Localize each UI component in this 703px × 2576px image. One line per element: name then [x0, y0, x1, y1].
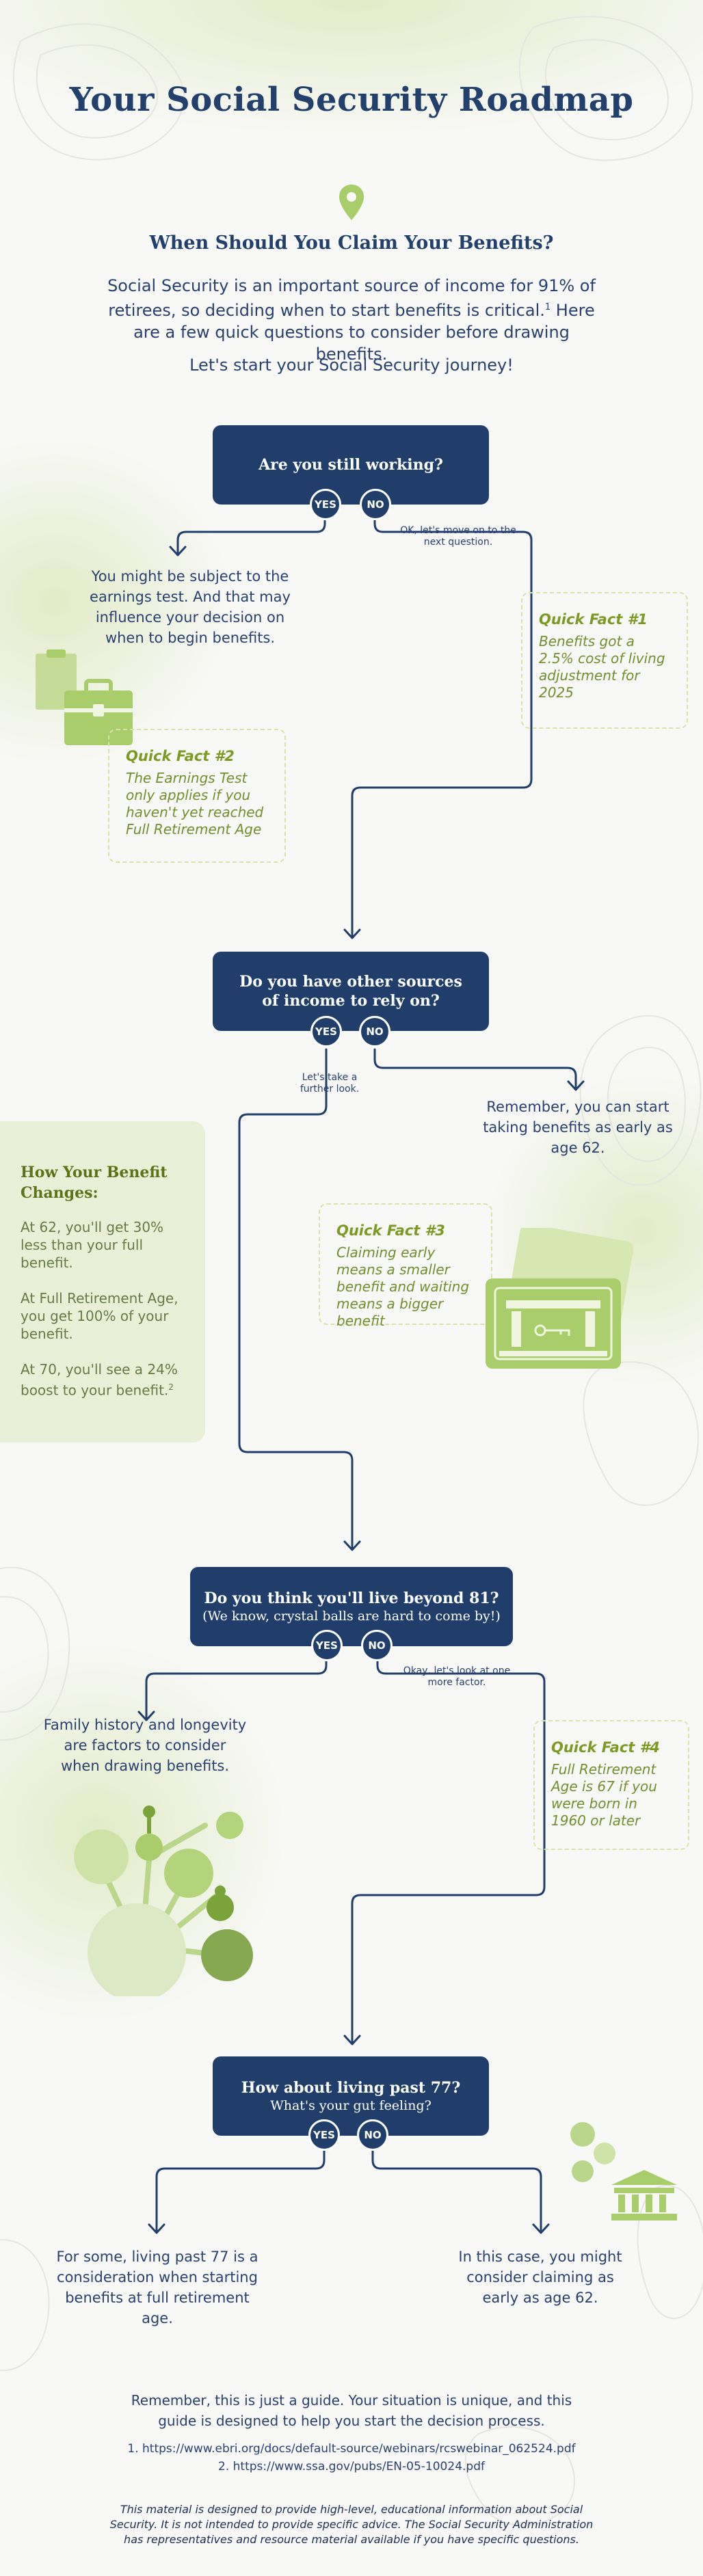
coins-bank-icon	[570, 2122, 677, 2221]
benefit-changes-panel: How Your Benefit Changes: At 62, you'll …	[0, 1121, 205, 1443]
quick-fact-2: Quick Fact #2 The Earnings Test only app…	[108, 729, 286, 863]
quick-fact-4: Quick Fact #4 Full Retirement Age is 67 …	[533, 1720, 689, 1850]
reference-1-link[interactable]: 1. https://www.ebri.org/docs/default-sou…	[127, 2442, 576, 2456]
q3-yes-button[interactable]: YES	[311, 1630, 343, 1661]
q3-no-note: Okay, let's look at one more factor.	[403, 1665, 511, 1688]
location-pin-icon	[339, 185, 364, 220]
question-box-live-beyond-81: Do you think you'll live beyond 81? (We …	[190, 1567, 513, 1646]
q3-no-button[interactable]: NO	[361, 1630, 393, 1661]
q3-yes-text: Family history and longevity are factors…	[43, 1717, 247, 1774]
q1-yes-text: You might be subject to the earnings tes…	[90, 568, 291, 646]
journey-text: Let's start your Social Security journey…	[189, 355, 514, 375]
intro-paragraph: Social Security is an important source o…	[107, 276, 596, 364]
quick-fact-1: Quick Fact #1 Benefits got a 2.5% cost o…	[521, 592, 688, 729]
bank-card-icon	[486, 1228, 633, 1369]
quick-fact-3: Quick Fact #3 Claiming early means a sma…	[319, 1203, 492, 1329]
q2-no-text: Remember, you can start taking benefits …	[483, 1099, 673, 1156]
q4-yes-button[interactable]: YES	[308, 2119, 340, 2151]
disclaimer: This material is designed to provide hig…	[109, 2503, 594, 2546]
page-title: Your Social Security Roadmap	[69, 81, 634, 119]
q1-yes-button[interactable]: YES	[310, 489, 341, 520]
q2-yes-note: Let's take a further look.	[300, 1072, 360, 1095]
family-tree-icon	[74, 1806, 253, 1996]
question-box-still-working: Are you still working?	[213, 425, 489, 505]
q2-yes-button[interactable]: YES	[310, 1016, 342, 1047]
page-subtitle: When Should You Claim Your Benefits?	[149, 232, 554, 254]
q4-yes-text: For some, living past 77 is a considerat…	[56, 2249, 258, 2326]
question-box-other-income: Do you have other sources of income to r…	[213, 952, 489, 1031]
question-box-living-past-77: How about living past 77? What's your gu…	[213, 2056, 489, 2136]
q1-no-button[interactable]: NO	[360, 489, 391, 520]
footer-note: Remember, this is just a guide. Your sit…	[131, 2392, 572, 2429]
q2-no-button[interactable]: NO	[359, 1016, 390, 1047]
q4-no-text: In this case, you might consider claimin…	[458, 2249, 622, 2306]
reference-2-link[interactable]: 2. https://www.ssa.gov/pubs/EN-05-10024.…	[218, 2460, 485, 2473]
briefcase-icon	[36, 649, 133, 745]
q4-no-button[interactable]: NO	[357, 2119, 388, 2151]
q1-no-note: OK, let's move on to the next question.	[400, 525, 516, 548]
